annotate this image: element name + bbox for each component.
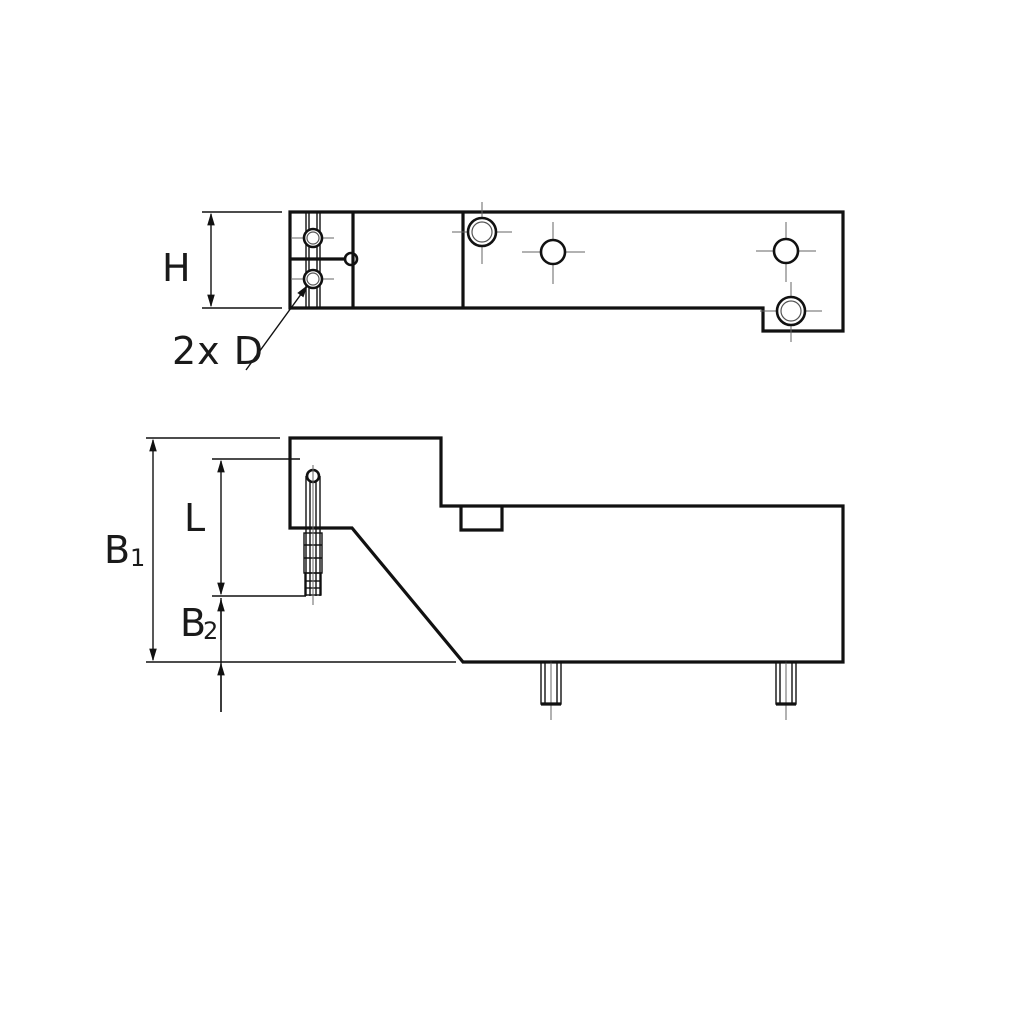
- mounting-hole: [760, 282, 822, 342]
- leader-2x-d: 2x D: [172, 284, 308, 373]
- dimension-b2: B 2: [180, 598, 225, 712]
- dimension-b1: B 1: [104, 438, 157, 662]
- label-2x-d: 2x D: [172, 329, 264, 373]
- side-view: B 1 L B 2: [104, 436, 845, 720]
- top-view-outline: [288, 210, 845, 333]
- label-b1: B: [104, 528, 131, 572]
- label-l: L: [184, 496, 206, 540]
- label-b2-subscript: 2: [203, 617, 218, 645]
- mounting-hole: [522, 222, 585, 284]
- mounting-hole: [756, 222, 816, 282]
- mounting-pin: [775, 660, 797, 720]
- top-view: H 2x D: [162, 202, 845, 373]
- side-view-outline: [288, 436, 845, 664]
- label-b2: B: [180, 601, 207, 645]
- dimension-h: H: [162, 211, 282, 309]
- label-b1-subscript: 1: [130, 544, 145, 572]
- clamp-slot-end: [343, 251, 359, 267]
- label-h: H: [162, 246, 192, 290]
- clamp-screw: [303, 465, 323, 605]
- step-block: [459, 506, 504, 532]
- clamp-hole-top: [292, 227, 334, 249]
- dimension-l: L: [184, 459, 225, 596]
- mounting-hole: [452, 202, 512, 264]
- clamp-hole-bottom: [292, 268, 334, 290]
- mounting-pin: [540, 660, 562, 720]
